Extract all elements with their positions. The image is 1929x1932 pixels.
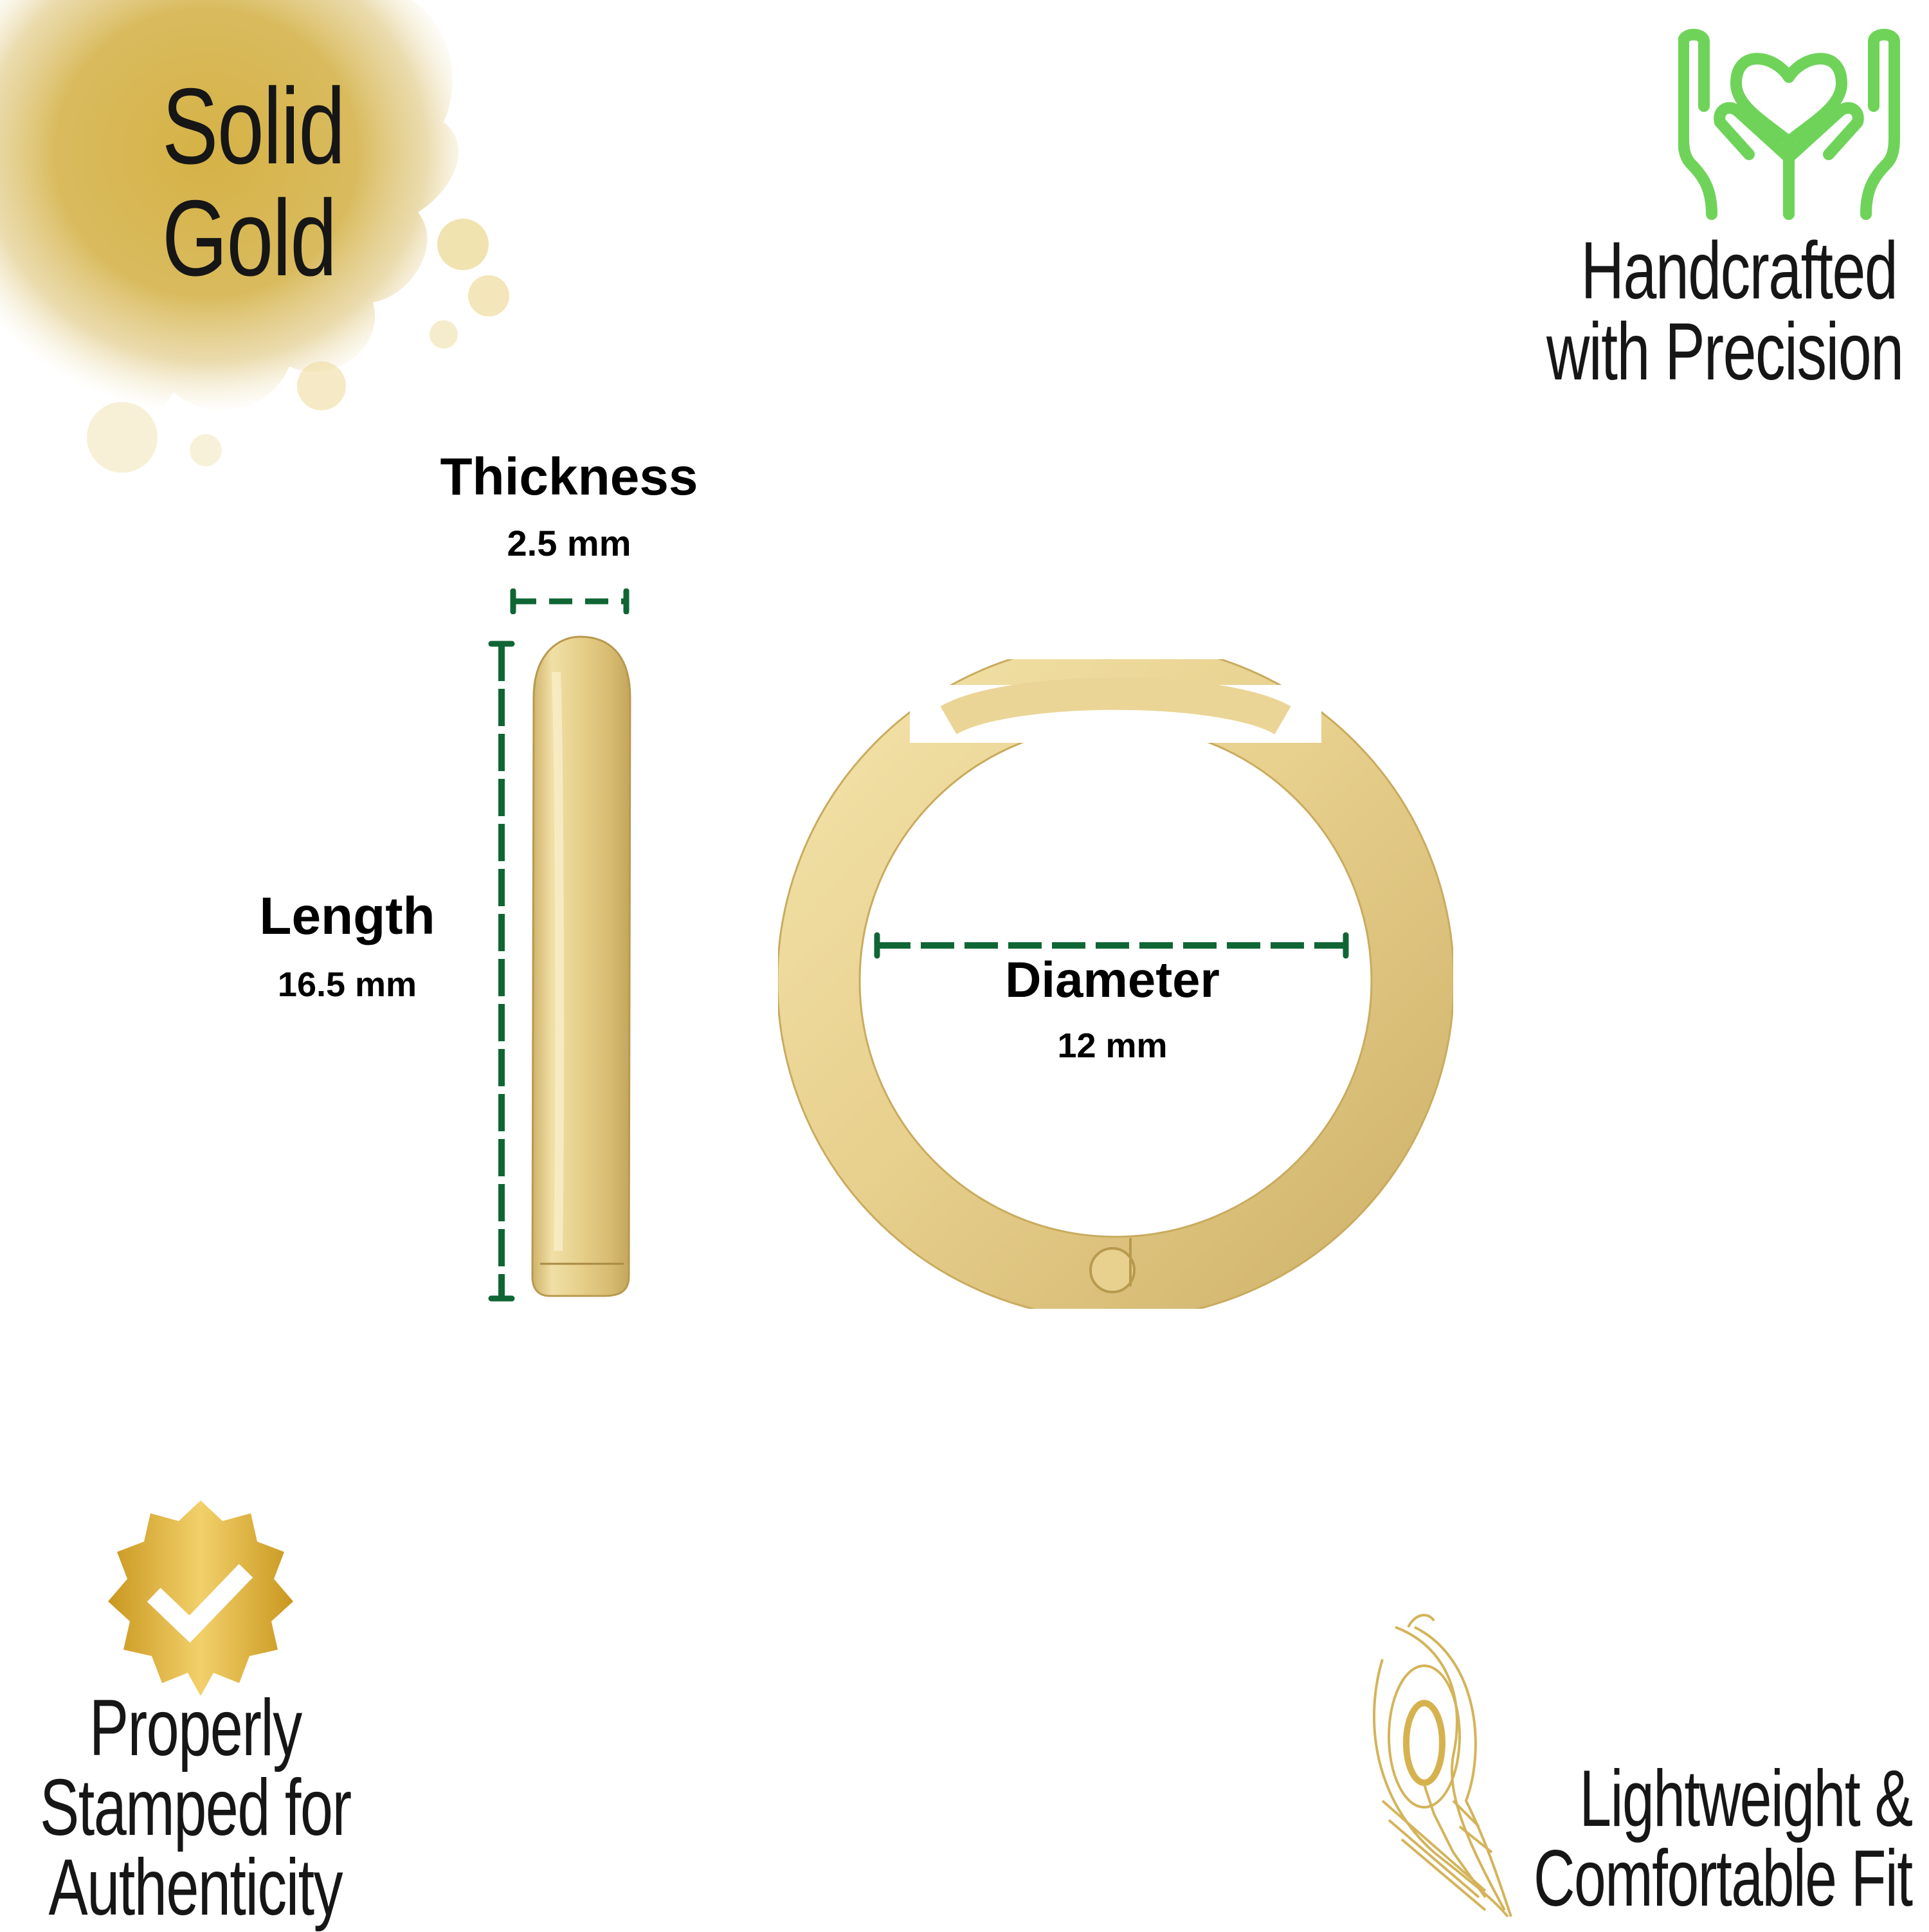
earring-side-view [521, 633, 640, 1302]
solid-gold-line2: Gold [162, 178, 337, 298]
peacock-feather-icon [1357, 1608, 1543, 1929]
diameter-dimension-line [872, 931, 1351, 960]
solid-gold-line1: Solid [162, 66, 345, 187]
lightweight-line1: Lightweight & [1579, 1754, 1913, 1843]
diameter-label: Diameter [1005, 951, 1220, 1008]
solid-gold-label: Solid Gold [162, 72, 345, 292]
diameter-value: 12 mm [1057, 1026, 1168, 1065]
earring-front-view [778, 659, 1453, 1309]
handcrafted-label: Handcrafted with Precision [1546, 225, 1904, 397]
lightweight-line2: Comfortable Fit [1534, 1834, 1913, 1923]
length-value: 16.5 mm [277, 965, 417, 1004]
lightweight-label: Lightweight & Comfortable Fit [1534, 1754, 1913, 1923]
length-label: Length [259, 887, 435, 945]
stamped-line2: Stamped for [40, 1763, 352, 1852]
stamped-line1: Properly [89, 1684, 302, 1773]
hands-heart-icon [1678, 10, 1900, 222]
stamped-label: Properly Stamped for Authenticity [40, 1684, 352, 1932]
stamped-line3: Authenticity [48, 1843, 343, 1932]
handcrafted-line2: with Precision [1546, 306, 1904, 397]
thickness-dimension-line [505, 588, 634, 614]
thickness-label: Thickness [440, 448, 698, 506]
thickness-value: 2.5 mm [507, 523, 631, 563]
gold-paint-splash [0, 0, 527, 489]
length-dimension-line [487, 640, 516, 1302]
verified-badge-icon [96, 1495, 305, 1701]
handcrafted-line1: Handcrafted [1580, 225, 1898, 316]
